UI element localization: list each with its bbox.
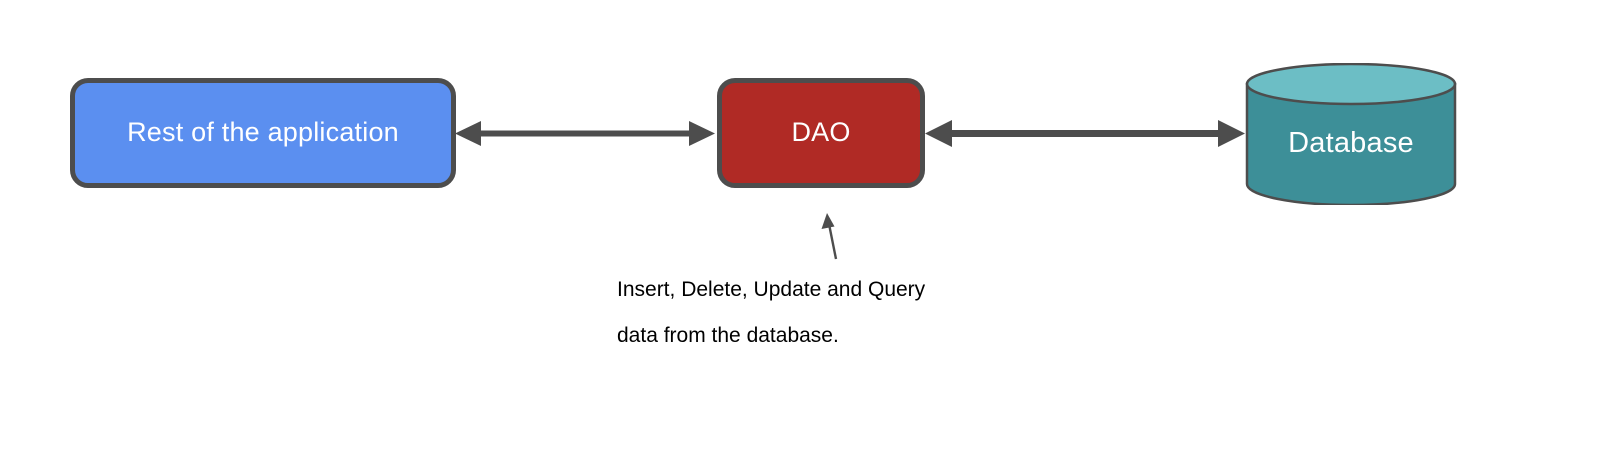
- database-cylinder-shape: [1245, 63, 1457, 205]
- connector-caption-pointer: [821, 213, 838, 260]
- connector-app-dao: [455, 121, 715, 146]
- connector-dao-database: [925, 120, 1245, 147]
- annotation-caption: Insert, Delete, Update and Query data fr…: [617, 267, 1057, 359]
- annotation-caption-line-2: data from the database.: [617, 324, 839, 347]
- node-dao[interactable]: DAO: [717, 78, 925, 188]
- node-rest-of-application-label: Rest of the application: [127, 117, 399, 148]
- annotation-caption-line-1: Insert, Delete, Update and Query: [617, 278, 926, 301]
- node-database[interactable]: Database: [1245, 63, 1457, 205]
- node-database-label: Database: [1288, 127, 1414, 160]
- node-rest-of-application[interactable]: Rest of the application: [70, 78, 456, 188]
- node-dao-label: DAO: [791, 117, 851, 148]
- node-database-text-wrap: Database: [1245, 63, 1457, 205]
